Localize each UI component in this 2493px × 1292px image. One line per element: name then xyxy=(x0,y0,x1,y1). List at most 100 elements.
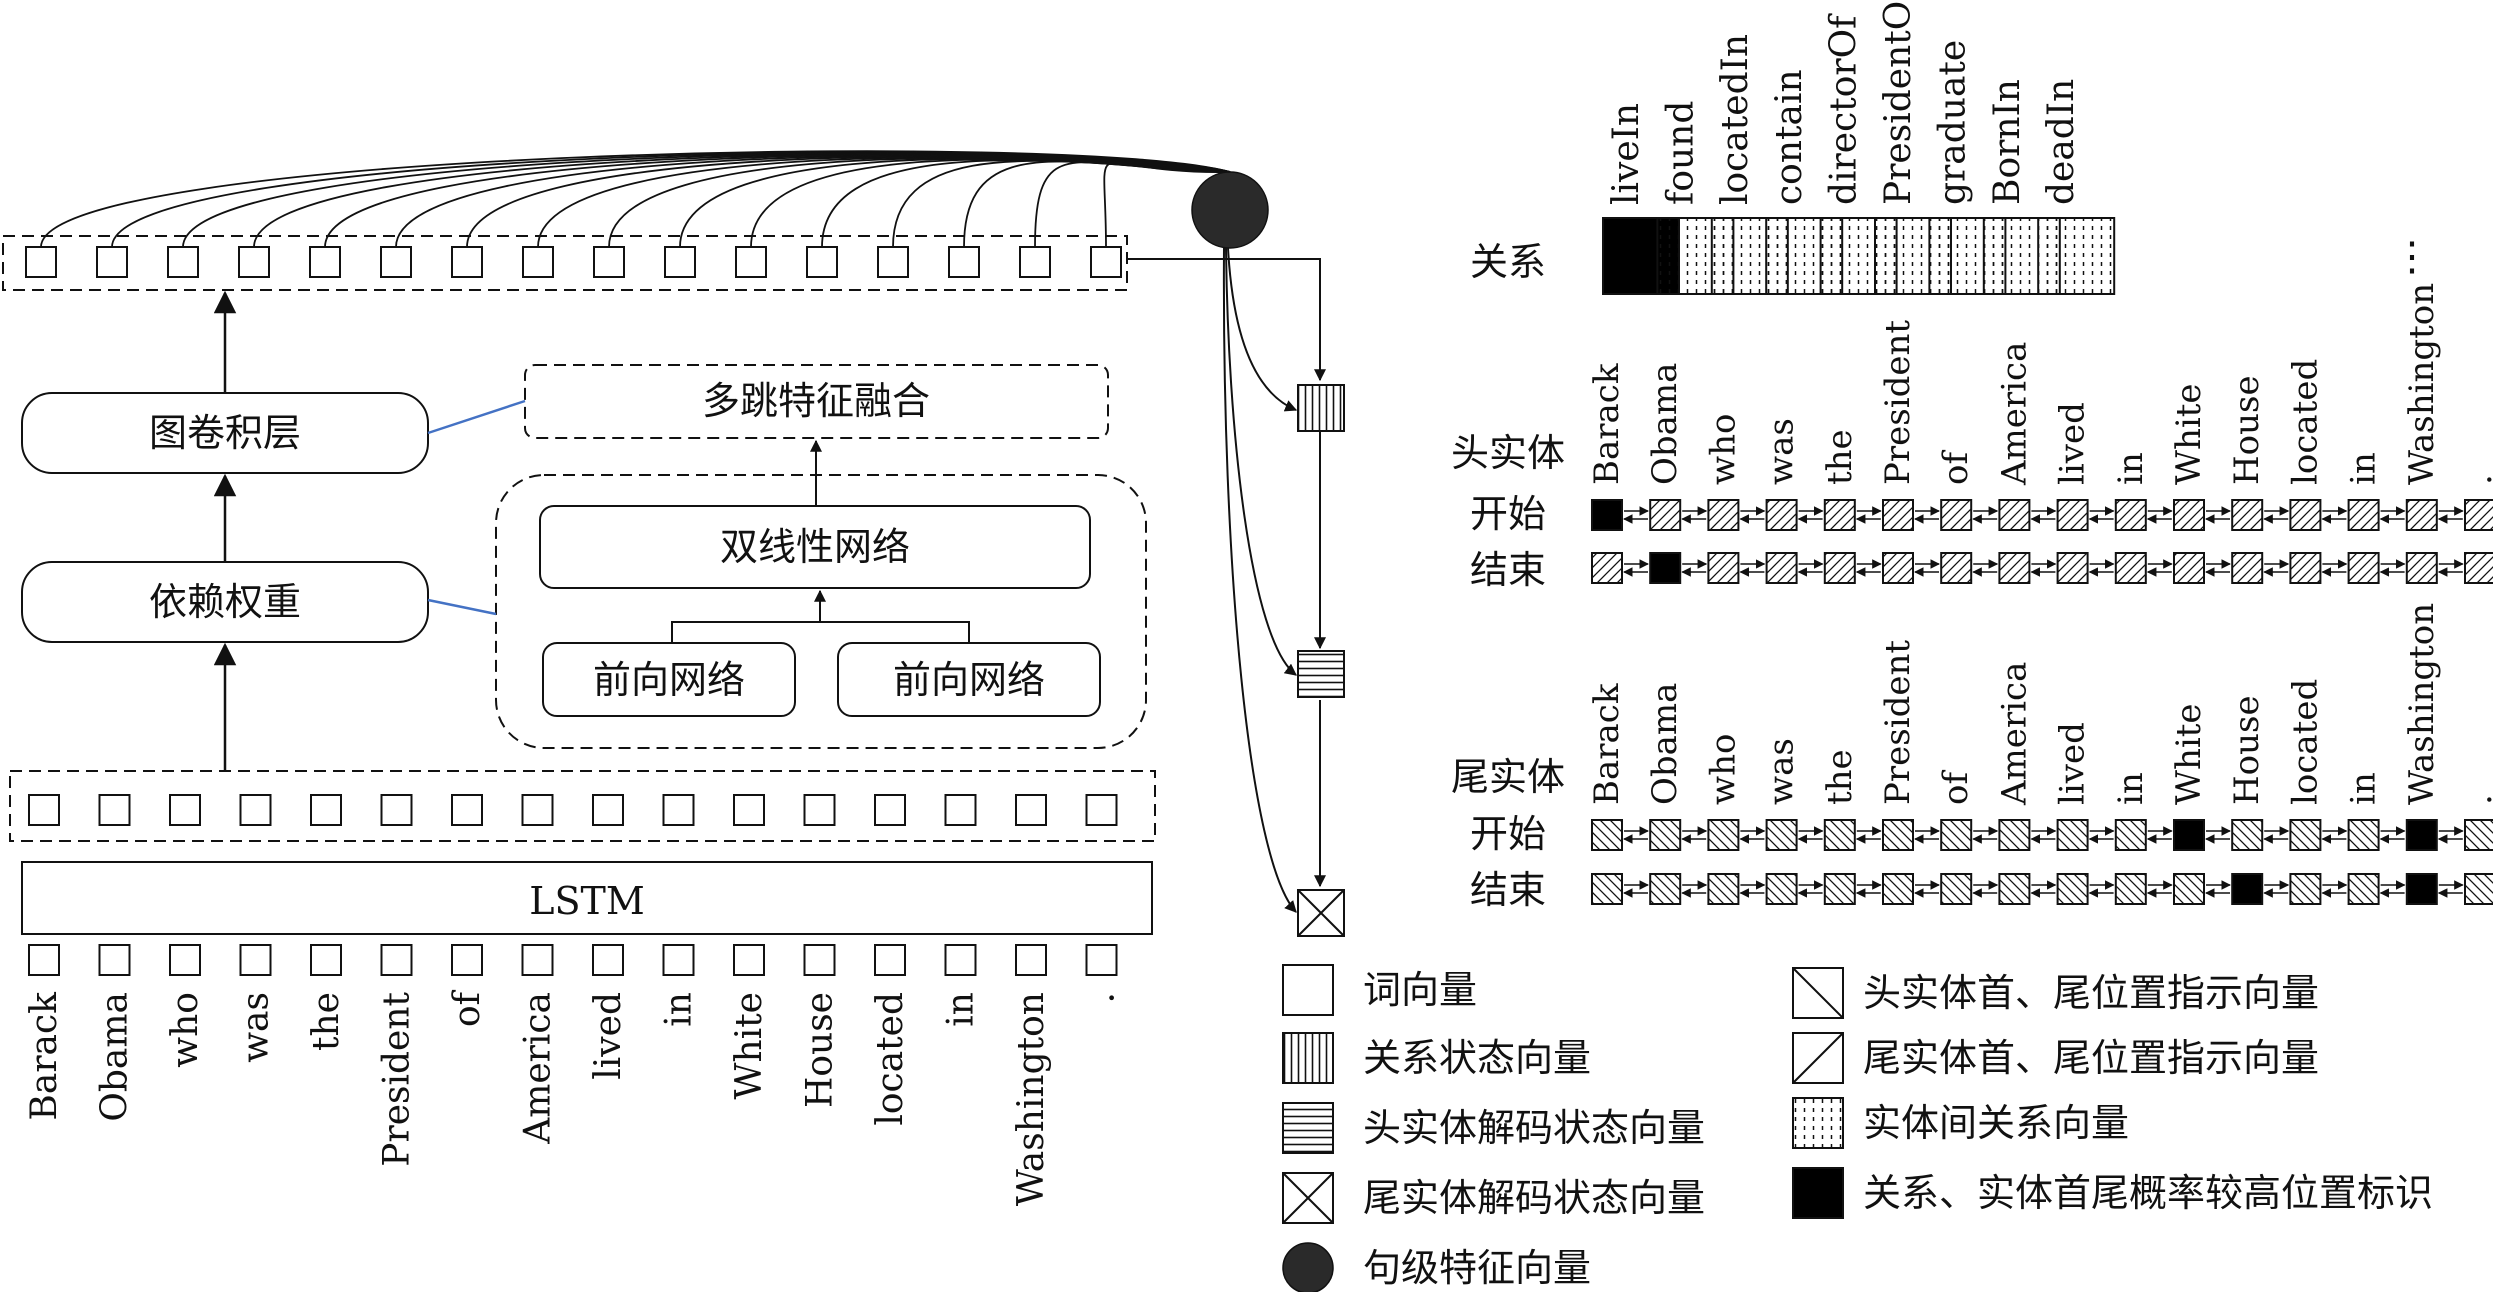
relation-score-box xyxy=(2037,217,2116,295)
entity-token: lived xyxy=(2053,722,2093,805)
position-cell xyxy=(1591,552,1623,584)
word-vector-cell xyxy=(874,944,906,976)
position-cell xyxy=(1649,819,1682,851)
word-vector-cell xyxy=(1015,944,1047,976)
entity-token: located xyxy=(2285,679,2325,805)
position-cell xyxy=(2464,552,2493,584)
position-cell xyxy=(1940,819,1973,851)
position-cell xyxy=(1998,819,2031,851)
position-cell xyxy=(1591,499,1623,531)
position-cell xyxy=(1649,499,1682,531)
fan-curve xyxy=(182,152,1231,248)
word-vector-cell xyxy=(98,944,131,976)
word-vector-cell xyxy=(310,944,342,976)
fused-vector-cell xyxy=(96,246,128,278)
connector-gcn-multihop xyxy=(427,399,526,435)
hidden-state-cell xyxy=(1015,794,1047,826)
entity-token: White xyxy=(2169,703,2209,805)
position-cell xyxy=(1998,873,2031,905)
hidden-state-cell xyxy=(239,794,272,826)
relation-row-label: 关系 xyxy=(1470,240,1546,284)
entity-token: lived xyxy=(2053,402,2093,485)
entity-token: . xyxy=(2460,474,2493,485)
word-vector-cell xyxy=(662,944,695,976)
word-vector-cell xyxy=(380,944,413,976)
position-cell xyxy=(1823,819,1856,851)
relation-state-box xyxy=(1297,384,1345,432)
gcn-label: 图卷积层 xyxy=(149,411,301,455)
legend-high-prob-text: 关系、实体首尾概率较高位置标识 xyxy=(1863,1171,2433,1215)
position-cell xyxy=(1591,819,1623,851)
legend-high-prob: 关系、实体首尾概率较高位置标识 xyxy=(1792,1167,2433,1219)
position-cell xyxy=(2347,552,2380,584)
word-embedding-row xyxy=(28,944,1118,976)
hidden-state-cell xyxy=(310,794,342,826)
connector-weight-group xyxy=(427,598,497,616)
legend-entity-relation-text: 实体间关系向量 xyxy=(1863,1101,2129,1145)
position-cell xyxy=(1882,552,1914,584)
word-vector-cell xyxy=(592,944,624,976)
position-cell xyxy=(2231,819,2264,851)
entity-token: who xyxy=(1703,734,1743,805)
position-cell xyxy=(1707,499,1740,531)
fused-vector-cell xyxy=(593,246,625,278)
input-token: House xyxy=(800,992,841,1108)
word-vector-cell xyxy=(451,944,483,976)
ffn-left-label: 前向网络 xyxy=(593,658,745,702)
input-token: Washington xyxy=(1011,992,1052,1206)
fused-vector-cell xyxy=(380,246,412,278)
position-cell xyxy=(2405,552,2438,584)
fused-vector-cell xyxy=(877,246,909,278)
fan-curve xyxy=(324,153,1231,248)
position-cell xyxy=(2289,499,2322,531)
legend-head-decode-text: 头实体解码状态向量 xyxy=(1363,1106,1705,1150)
position-cell xyxy=(2173,873,2205,905)
position-cell xyxy=(2173,819,2205,851)
position-cell xyxy=(2114,552,2147,584)
fused-vector-cell xyxy=(238,246,270,278)
entity-token: in xyxy=(2344,772,2384,805)
position-cell xyxy=(2231,873,2264,905)
fan-curve xyxy=(821,159,1231,248)
multi-hop-fusion: 多跳特征融合 xyxy=(524,364,1109,439)
position-cell xyxy=(2056,499,2089,531)
legend-tail-pos-text: 尾实体首、尾位置指示向量 xyxy=(1863,1036,2319,1080)
position-cell xyxy=(1940,873,1973,905)
legend-head-pos-text: 头实体首、尾位置指示向量 xyxy=(1863,971,2319,1015)
tail-end-label: 结束 xyxy=(1470,868,1546,912)
position-cell xyxy=(1823,499,1856,531)
input-token: White xyxy=(729,992,770,1099)
position-cell xyxy=(1882,819,1914,851)
input-token: in xyxy=(659,992,700,1027)
entity-token: President xyxy=(1878,320,1918,485)
input-token: located xyxy=(870,992,911,1126)
fan-curve xyxy=(466,155,1231,248)
decoder-chain xyxy=(1128,247,1345,937)
word-vector-cell xyxy=(239,944,272,976)
word-vector-cell xyxy=(803,944,836,976)
relation-ellipsis: ⋮ xyxy=(2392,234,2432,280)
lstm-output-row xyxy=(9,770,1156,842)
hidden-state-cell xyxy=(733,794,765,826)
entity-token: who xyxy=(1703,414,1743,485)
position-cell xyxy=(2056,552,2089,584)
ffn-left-box xyxy=(542,642,796,717)
relation-name: directorOf xyxy=(1824,13,1865,205)
position-cell xyxy=(2056,819,2089,851)
position-cell xyxy=(1998,499,2031,531)
position-cell xyxy=(2173,499,2205,531)
lstm-label: LSTM xyxy=(529,879,645,923)
entity-token: White xyxy=(2169,383,2209,485)
entity-token: . xyxy=(2460,794,2493,805)
hidden-state-cell xyxy=(98,794,131,826)
input-token: in xyxy=(941,992,982,1027)
entity-token: House xyxy=(2227,375,2267,485)
fused-vector-cell xyxy=(1019,246,1051,278)
position-cell xyxy=(2114,873,2147,905)
relation-name: PresidentOf xyxy=(1878,0,1919,205)
position-cell xyxy=(1882,499,1914,531)
entity-token: of xyxy=(1936,450,1976,485)
input-token: President xyxy=(377,991,418,1166)
